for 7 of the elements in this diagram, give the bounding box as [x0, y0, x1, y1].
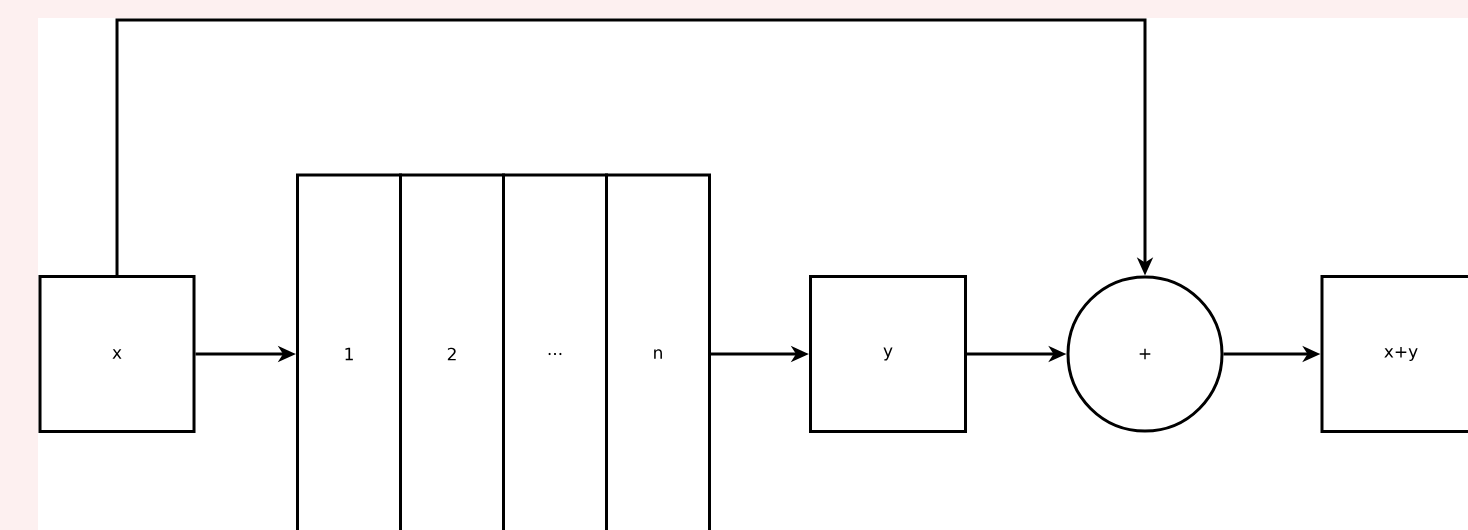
output-box: y — [809, 275, 967, 433]
input-box: x — [38, 275, 196, 433]
layer-cell: ... — [502, 173, 608, 530]
layer-cell: 1 — [296, 173, 402, 530]
layer-cell: 2 — [399, 173, 505, 530]
layer-cell: n — [605, 173, 711, 530]
result-box: x+y — [1320, 275, 1468, 433]
